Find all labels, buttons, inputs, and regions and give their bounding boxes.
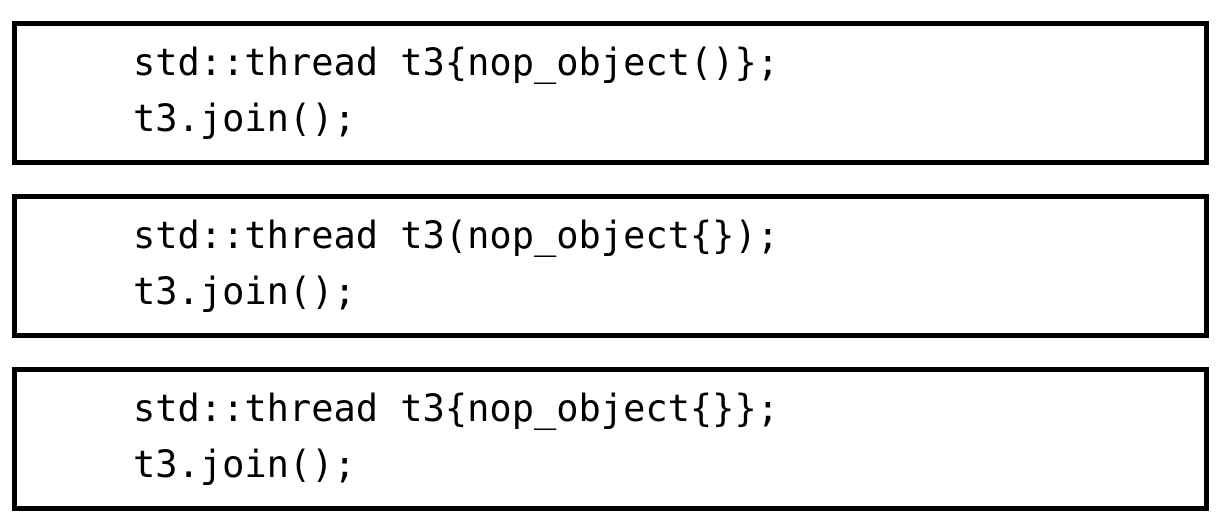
code-line: std::thread t3{nop_object{}}; — [133, 387, 780, 430]
code-block-3: std::thread t3{nop_object{}}; t3.join(); — [12, 367, 1209, 511]
code-line: t3.join(); — [133, 270, 356, 313]
code-block-2: std::thread t3(nop_object{}); t3.join(); — [12, 194, 1209, 338]
code-line: t3.join(); — [133, 443, 356, 486]
code-snippet-list: std::thread t3{nop_object()}; t3.join();… — [12, 21, 1209, 511]
code-block-1: std::thread t3{nop_object()}; t3.join(); — [12, 21, 1209, 165]
code-line: std::thread t3(nop_object{}); — [133, 214, 780, 257]
code-line: t3.join(); — [133, 97, 356, 140]
code-line: std::thread t3{nop_object()}; — [133, 41, 780, 84]
